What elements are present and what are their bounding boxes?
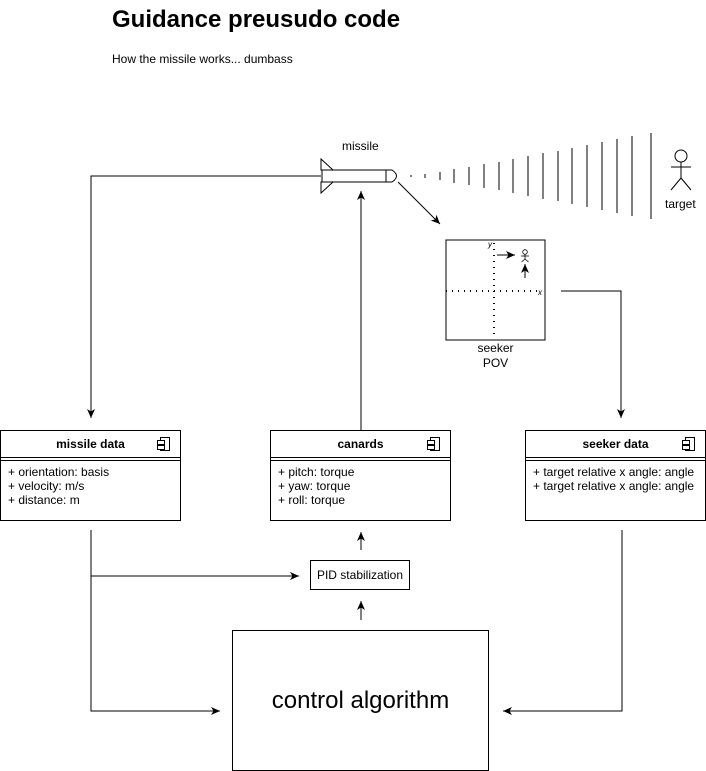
missile-label: missile [342, 139, 379, 153]
seeker-target-icon [521, 249, 529, 263]
missile-data-fields: + orientation: basis + velocity: m/s + d… [1, 461, 180, 507]
component-icon [682, 437, 695, 451]
canards-title: canards [337, 437, 384, 451]
seeker-to-seeker-data-arrow [561, 290, 625, 418]
canards-fields: + pitch: torque + yaw: torque + roll: to… [271, 461, 450, 507]
missile-icon [320, 157, 397, 195]
class-divider [271, 458, 450, 461]
canards-header: canards [271, 431, 450, 458]
component-icon [427, 437, 440, 451]
component-icon [157, 437, 170, 451]
missile-data-to-pid-arrow [90, 530, 299, 580]
missile-data-header: missile data [1, 431, 180, 458]
missile-data-title: missile data [56, 437, 125, 451]
missile-to-seeker-arrow [397, 181, 441, 225]
target-label: target [665, 197, 696, 211]
seeker-data-field: + target relative x angle: angle [533, 479, 695, 493]
canards-field: + yaw: torque [278, 479, 351, 493]
pid-stabilization-box[interactable]: PID stabilization [310, 560, 410, 590]
control-algorithm-label: control algorithm [271, 687, 450, 714]
seeker-axis-y-label: y [488, 240, 492, 249]
seeker-data-box[interactable]: seeker data + target relative x angle: a… [525, 430, 706, 521]
seeker-pov-label-line2: POV [482, 356, 509, 370]
seeker-data-to-control-arrow [503, 530, 623, 715]
seeker-data-fields: + target relative x angle: angle + targe… [526, 461, 705, 493]
missile-data-to-control-arrow [90, 576, 220, 715]
pid-stabilization-label: PID stabilization [316, 568, 404, 582]
canards-field: + pitch: torque [278, 465, 355, 479]
missile-to-missile-data-arrow [87, 175, 321, 418]
seeker-axis-x-label: x [538, 288, 542, 297]
seeker-data-field: + target relative x angle: angle [533, 465, 695, 479]
class-divider [526, 458, 705, 461]
seeker-pov-label-line1: seeker [477, 341, 514, 355]
seeker-data-header: seeker data [526, 431, 705, 458]
missile-data-field: + orientation: basis [8, 465, 110, 479]
seeker-data-title: seeker data [582, 437, 649, 451]
canards-box[interactable]: canards + pitch: torque + yaw: torque + … [270, 430, 451, 521]
canards-field: + roll: torque [278, 493, 346, 507]
page-subtitle: How the missile works... dumbass [112, 52, 293, 66]
target-actor-icon [670, 149, 692, 191]
missile-data-field: + velocity: m/s [8, 479, 85, 493]
missile-data-box[interactable]: missile data + orientation: basis + velo… [0, 430, 181, 521]
missile-data-field: + distance: m [8, 493, 80, 507]
seeker-pov-view [445, 239, 546, 341]
control-algorithm-box[interactable]: control algorithm [232, 630, 489, 771]
page-title: Guidance preusudo code [112, 6, 401, 33]
signal-beam [410, 133, 652, 219]
class-divider [1, 458, 180, 461]
